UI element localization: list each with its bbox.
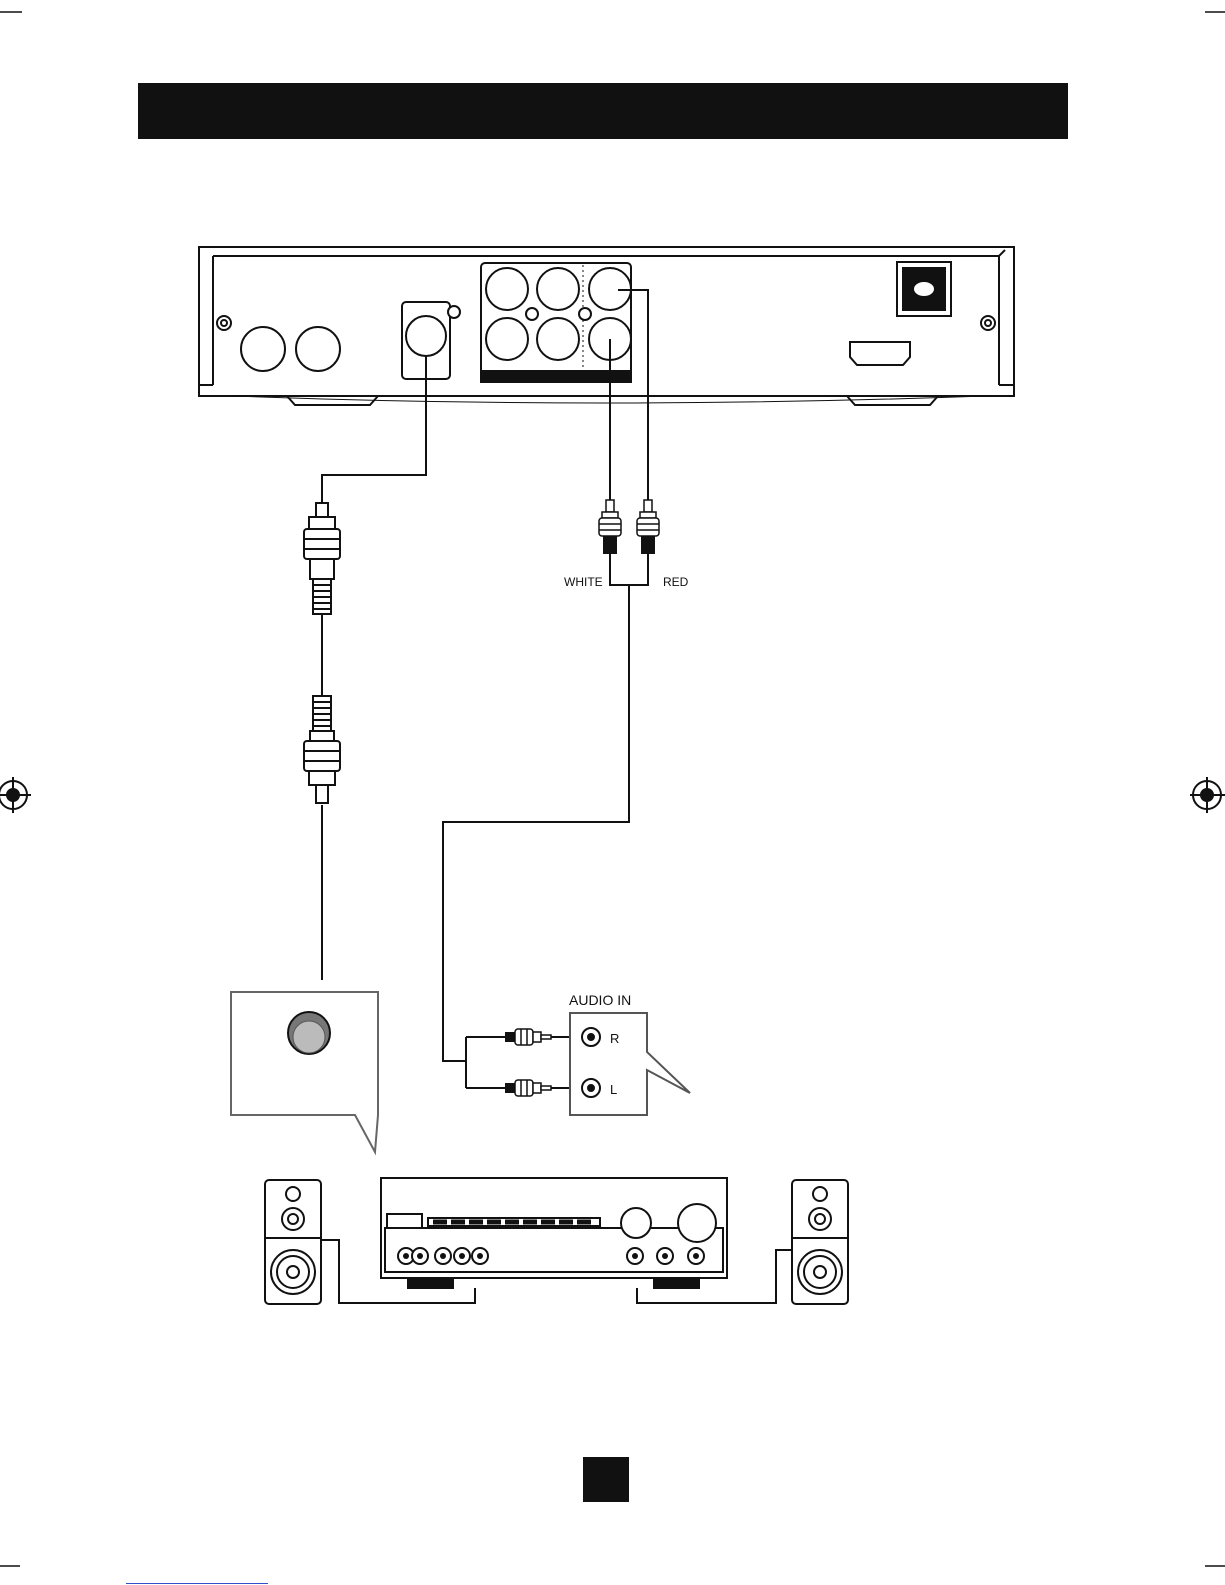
audio-in-right-label: R	[610, 1031, 619, 1046]
coaxial-input-callout	[231, 992, 378, 1152]
rca-plug-icon	[637, 500, 659, 554]
coaxial-cable	[322, 356, 426, 980]
audio-in-left-label: L	[610, 1082, 617, 1097]
white-plug-label: WHITE	[564, 575, 603, 589]
coaxial-plug-icon	[304, 503, 340, 614]
av-jack-panel	[481, 263, 631, 382]
audio-in-jack-l	[582, 1079, 600, 1097]
rca-plug-icon	[505, 1029, 551, 1045]
audio-in-label: AUDIO IN	[569, 992, 631, 1008]
audio-in-jack-r	[582, 1028, 600, 1046]
amplifier-icon	[381, 1178, 727, 1288]
red-plug-label: RED	[663, 575, 689, 589]
power-switch-icon	[897, 262, 951, 316]
rca-plug-icon	[599, 500, 621, 554]
hdmi-port-icon	[850, 342, 910, 365]
registration-mark-icon	[1190, 777, 1225, 813]
footer-link-underline	[126, 1583, 268, 1584]
coaxial-plug-icon	[304, 696, 340, 803]
page-number-box	[583, 1457, 629, 1502]
audio-cable	[443, 290, 648, 1088]
speaker-icon	[265, 1180, 321, 1304]
speaker-icon	[792, 1180, 848, 1304]
registration-mark-icon	[0, 777, 31, 813]
crop-mark-icon	[0, 12, 1225, 1566]
rca-plug-icon	[505, 1080, 551, 1096]
